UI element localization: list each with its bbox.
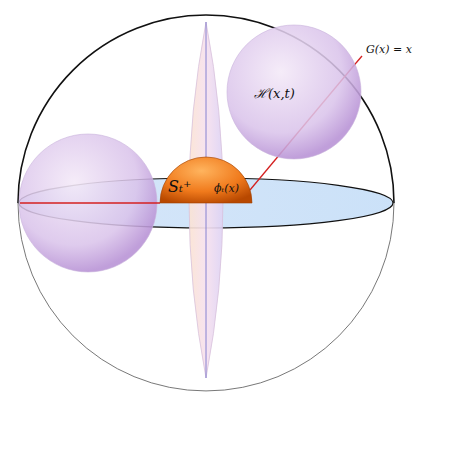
- radius-line: [356, 56, 362, 63]
- ball-region: ℋ(x,t): [226, 24, 362, 160]
- math-label: ϕₜ(x): [214, 183, 239, 194]
- hemisphere: [160, 157, 252, 203]
- radius-line: [20, 202, 160, 203]
- map-label: G(x) = x: [366, 44, 412, 55]
- hemisphere-region: Sₜ⁺ ϕₜ(x): [158, 155, 254, 205]
- small-ball: [227, 25, 361, 159]
- math-label: Sₜ⁺: [168, 179, 191, 195]
- math-label: ℋ(x,t): [254, 87, 295, 100]
